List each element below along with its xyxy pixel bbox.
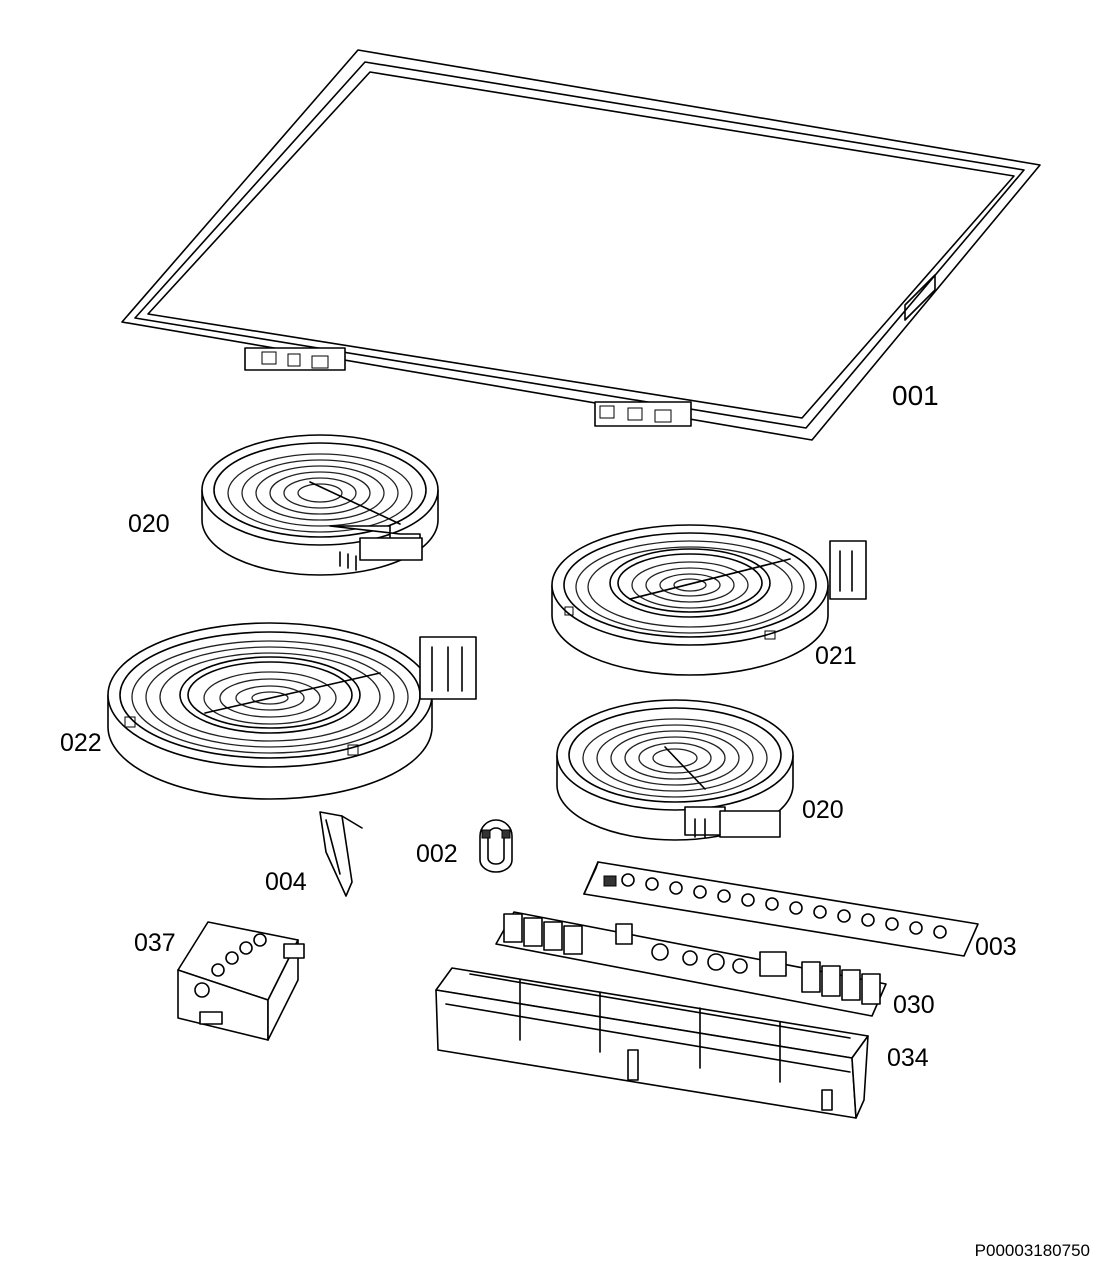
control-board-003	[583, 861, 979, 957]
frame-clips-right	[594, 401, 692, 427]
part-label-001: 001	[892, 380, 939, 411]
part-label-037: 037	[134, 929, 176, 957]
glass-top-frame	[121, 49, 1041, 441]
power-board-030	[495, 911, 887, 1017]
heater-020-top	[201, 434, 439, 576]
part-label-030: 030	[893, 991, 935, 1019]
part-label-034: 034	[887, 1044, 929, 1072]
part-label-020-top: 020	[128, 510, 170, 538]
heater-021	[551, 524, 867, 676]
heater-020-bottom	[556, 699, 794, 841]
heater-022	[107, 622, 477, 800]
part-label-022: 022	[60, 729, 102, 757]
bracket-004	[319, 811, 363, 897]
frame-clips-left	[244, 347, 346, 371]
document-id: P00003180750	[974, 1241, 1090, 1260]
part-label-021: 021	[815, 642, 857, 670]
part-label-004: 004	[265, 868, 307, 896]
part-label-020-bottom: 020	[802, 796, 844, 824]
clip-002	[479, 819, 513, 873]
part-label-003: 003	[975, 933, 1017, 961]
terminal-block-037	[177, 921, 305, 1041]
part-label-002: 002	[416, 840, 458, 868]
housing-tray-034	[435, 967, 869, 1119]
